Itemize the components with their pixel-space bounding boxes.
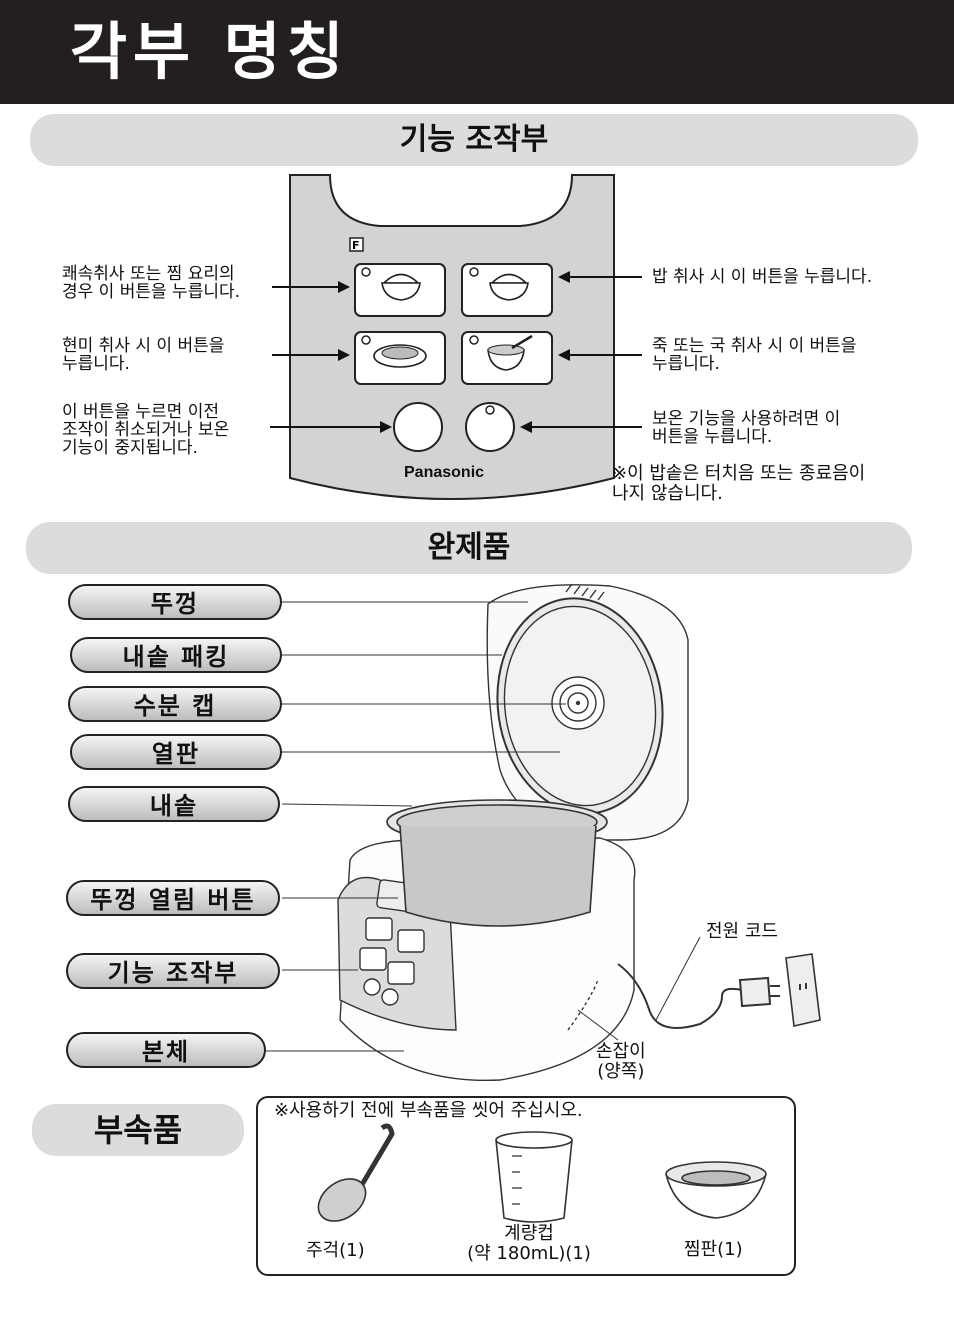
page-title: 각부 명칭 — [70, 15, 350, 88]
accessory-rice-paddle: 주걱(1) — [306, 1240, 365, 1261]
callout-cancel: 이 버튼을 누르면 이전 조작이 취소되거나 보온 기능이 중지됩니다. — [62, 402, 230, 458]
inner-pot — [386, 799, 608, 927]
keep-warm-button — [465, 402, 515, 452]
label-main-body: 본체 — [66, 1032, 266, 1068]
brand-logo: Panasonic — [404, 464, 485, 481]
porridge-button — [461, 331, 553, 385]
label-heating-plate: 열판 — [70, 734, 282, 770]
rice-button — [461, 263, 553, 317]
f-badge-icon — [349, 237, 364, 252]
accessory-measuring-cup: 계량컵 (약 180mL)(1) — [467, 1223, 591, 1264]
control-panel-heading: 기능 조작부 — [30, 114, 918, 166]
quick-cook-button — [354, 263, 446, 317]
callout-brown-rice: 현미 취사 시 이 버튼을 누릅니다. — [62, 336, 225, 374]
label-inner-pot-packing: 내솥 패킹 — [70, 637, 282, 673]
brown-rice-button — [354, 331, 446, 385]
accessories-heading: 부속품 — [32, 1104, 244, 1156]
accessory-steam-tray: 찜판(1) — [684, 1239, 743, 1260]
label-moisture-cap: 수분 캡 — [68, 686, 282, 722]
f-badge: F — [352, 239, 360, 252]
sound-note: ※이 밥솥은 터치음 또는 종료음이 나지 않습니다. — [612, 463, 866, 504]
callout-quick-cook: 쾌속취사 또는 찜 요리의 경우 이 버튼을 누릅니다. — [62, 264, 241, 302]
label-lid: 뚜껑 — [68, 584, 282, 620]
control-panel-face — [289, 174, 615, 500]
callout-porridge: 죽 또는 국 취사 시 이 버튼을 누릅니다. — [652, 336, 857, 374]
label-inner-pot: 내솥 — [68, 786, 280, 822]
label-lid-open-button: 뚜껑 열림 버튼 — [66, 880, 280, 916]
cancel-button — [393, 402, 443, 452]
cooker-lid — [486, 583, 689, 841]
label-handle: 손잡이 (양쪽) — [596, 1041, 646, 1082]
accessories-box — [256, 1096, 796, 1276]
power-cord — [617, 953, 821, 1029]
measuring-cup — [495, 1131, 573, 1223]
product-heading: 완제품 — [26, 522, 912, 574]
label-power-cord: 전원 코드 — [706, 921, 778, 942]
rice-paddle — [317, 1123, 395, 1222]
accessories-note: ※사용하기 전에 부속품을 씻어 주십시오. — [274, 1100, 583, 1121]
callout-rice: 밥 취사 시 이 버튼을 누릅니다. — [652, 267, 873, 287]
title-bar — [0, 0, 954, 104]
steam-tray — [665, 1161, 767, 1219]
callout-keep-warm: 보온 기능을 사용하려면 이 버튼을 누릅니다. — [652, 409, 841, 447]
label-control-panel: 기능 조작부 — [66, 953, 280, 989]
